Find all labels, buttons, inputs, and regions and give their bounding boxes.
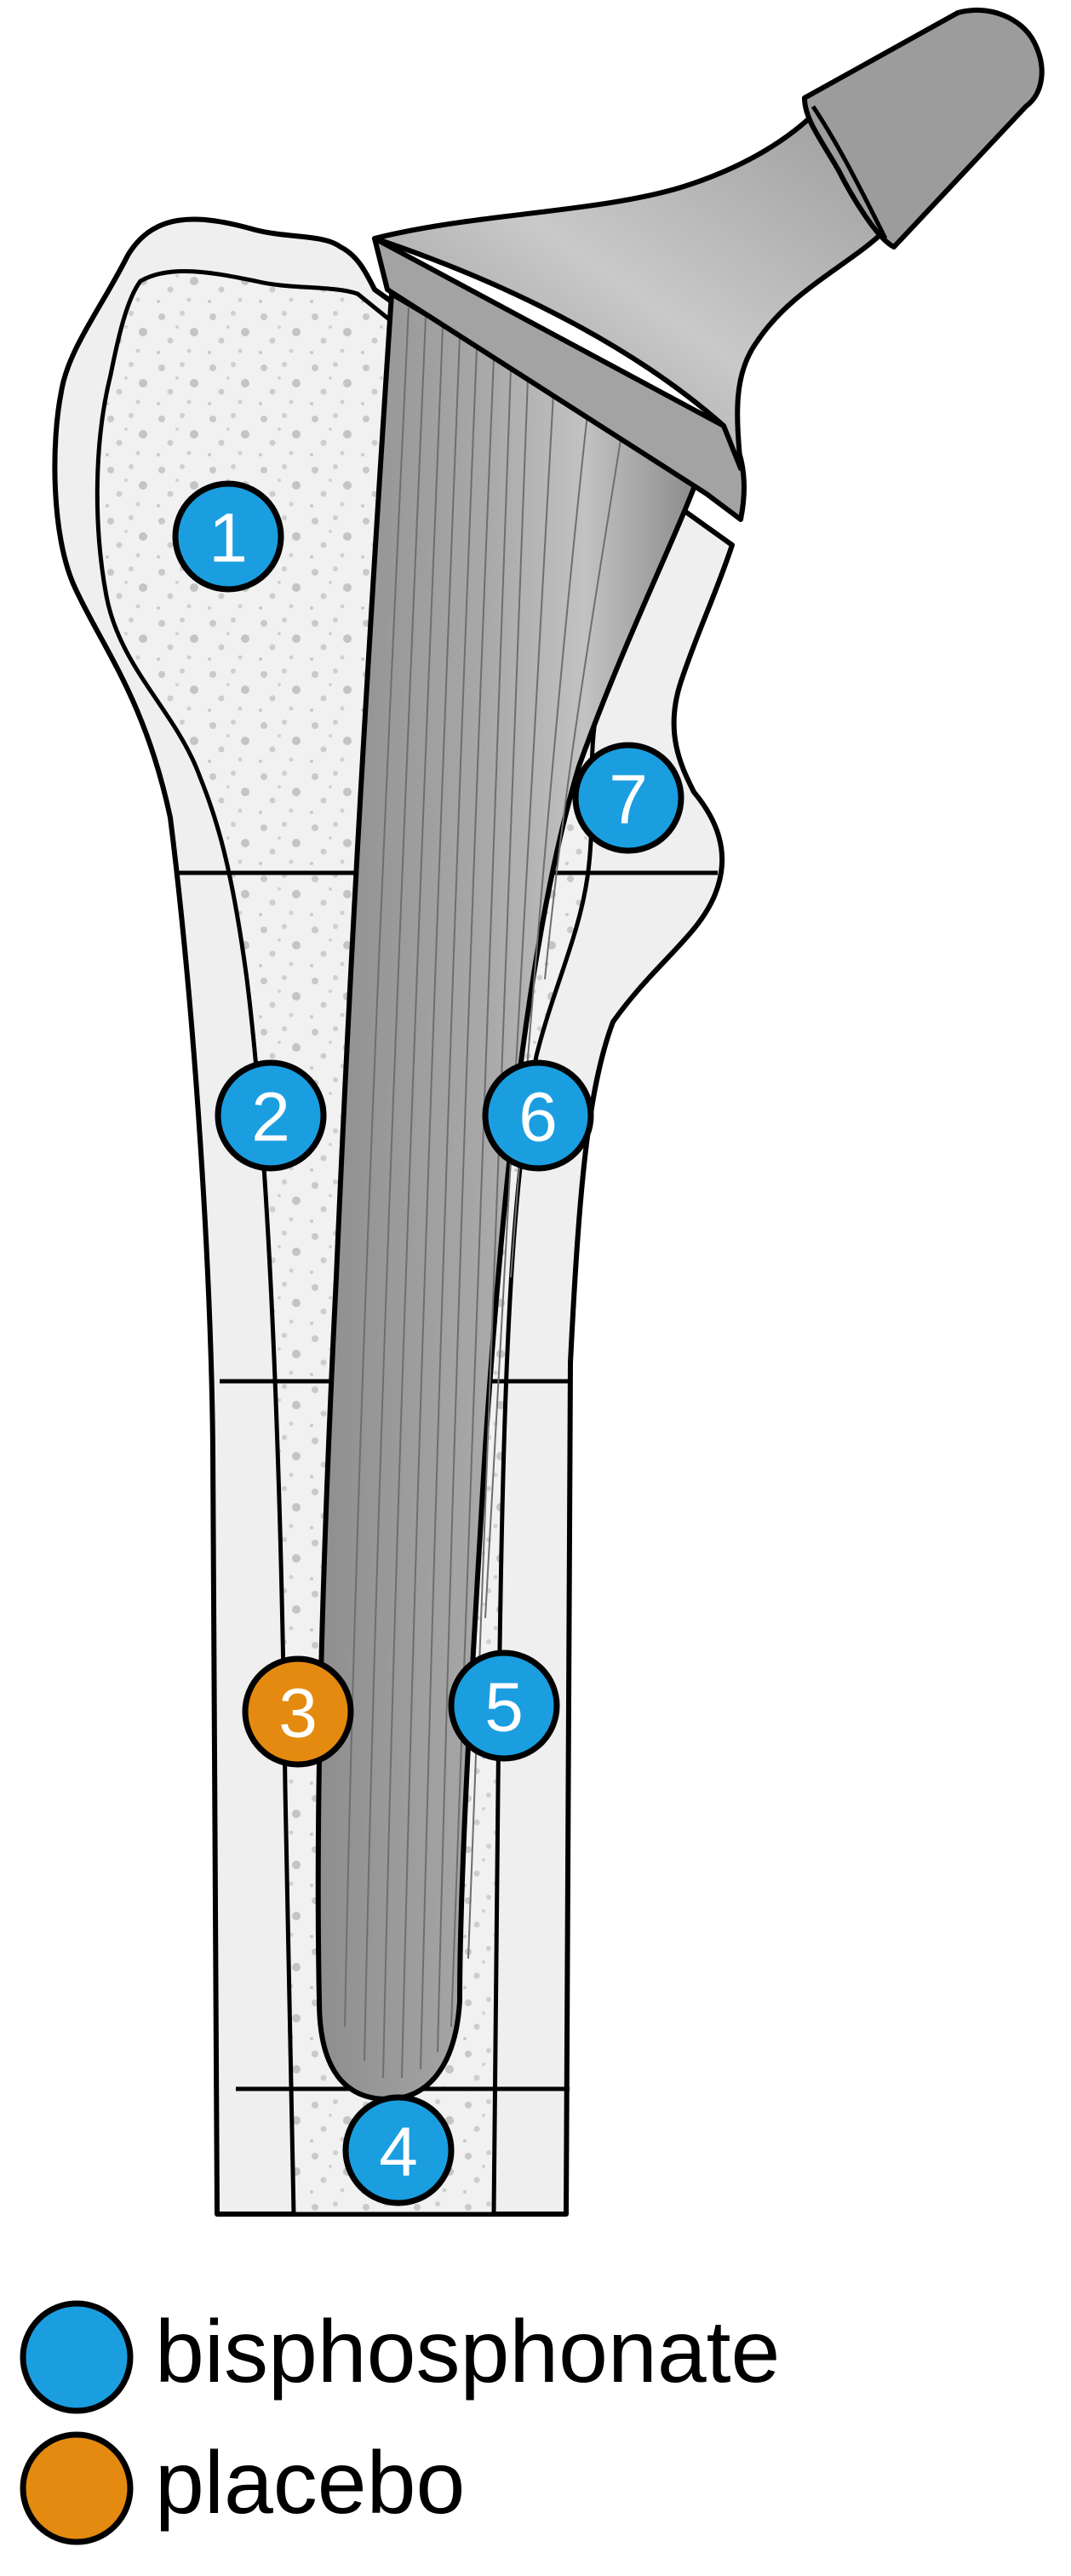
zone-marker-circle (342, 2094, 455, 2206)
zone-marker-circle (572, 742, 684, 854)
implant-taper-ring (810, 105, 888, 240)
zone-number: 6 (518, 1079, 558, 1156)
zone-marker-3: 3 (242, 1655, 354, 1768)
implant-taper (802, 7, 1045, 250)
legend-label: bisphosphonate (155, 2303, 780, 2401)
zone-number: 5 (484, 1669, 524, 1747)
zone-marker-4: 4 (342, 2094, 455, 2206)
legend-item-placebo: placebo (20, 2431, 465, 2545)
zone-number: 2 (251, 1079, 290, 1156)
zone-marker-5: 5 (448, 1649, 560, 1762)
zone-number: 4 (379, 2114, 418, 2191)
implant-neck (372, 108, 888, 471)
legend-swatch (20, 2431, 134, 2545)
zone-marker-1: 1 (172, 480, 284, 593)
zone-number: 3 (278, 1675, 318, 1753)
zone-number: 1 (209, 500, 248, 577)
zone-marker-circle (448, 1649, 560, 1762)
zone-marker-2: 2 (215, 1059, 327, 1172)
zone-marker-circle (242, 1655, 354, 1768)
zone-marker-circle (215, 1059, 327, 1172)
legend-label: placebo (155, 2434, 465, 2533)
zone-marker-6: 6 (482, 1059, 594, 1172)
zone-markers: 1 2 3 4 5 6 7 (172, 480, 684, 2206)
legend-swatch (20, 2300, 134, 2414)
legend-item-bisphosphonate: bisphosphonate (20, 2300, 780, 2414)
zone-number: 7 (609, 761, 648, 839)
legend: bisphosphonate placebo (20, 2300, 780, 2545)
zone-marker-7: 7 (572, 742, 684, 854)
zone-marker-circle (172, 480, 284, 593)
zone-marker-circle (482, 1059, 594, 1172)
